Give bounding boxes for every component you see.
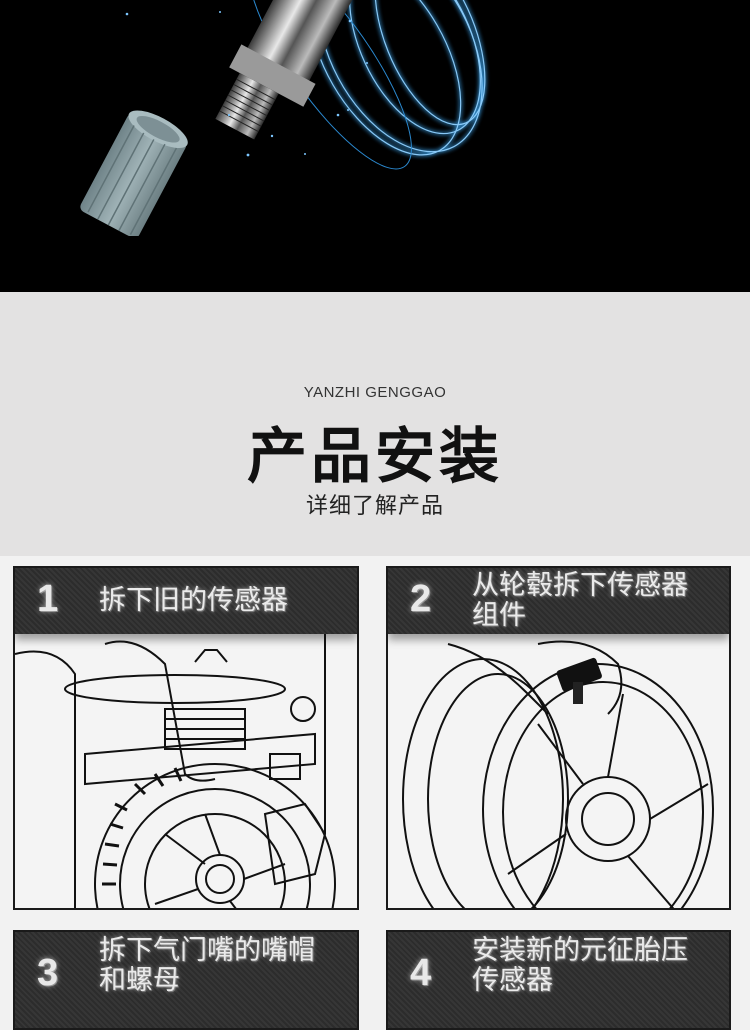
step-card-1: 1 拆下旧的传感器 bbox=[13, 566, 359, 910]
step-card-3: 3 拆下气门嘴的嘴帽 和螺母 bbox=[13, 930, 359, 1030]
wheel-rim-illustration bbox=[402, 640, 714, 908]
step-title-line1: 拆下气门嘴的嘴帽 bbox=[99, 935, 315, 966]
step-header: 2 从轮毂拆下传感器 组件 bbox=[388, 568, 729, 634]
section-tagline: 详细了解产品 bbox=[305, 494, 444, 519]
section-title: 产品安装 bbox=[247, 422, 503, 492]
step-header: 4 安装新的元征胎压 传感器 bbox=[388, 932, 729, 1028]
installation-steps: 1 拆下旧的传感器 bbox=[0, 556, 750, 1030]
hero-banner bbox=[0, 0, 750, 292]
step-card-4: 4 安装新的元征胎压 传感器 bbox=[386, 930, 731, 1030]
step-number: 3 bbox=[37, 952, 59, 994]
step-card-2: 2 从轮毂拆下传感器 组件 bbox=[386, 566, 731, 910]
step-header: 1 拆下旧的传感器 bbox=[15, 568, 357, 634]
installation-section-header: YANZHI GENGGAO 产品安装 详细了解产品 bbox=[0, 292, 750, 556]
step-title: 拆下旧的传感器 bbox=[99, 585, 288, 616]
step-title-line2: 组件 bbox=[472, 600, 526, 631]
step-title-line2: 传感器 bbox=[472, 965, 553, 996]
step-title-line1: 从轮毂拆下传感器 bbox=[472, 570, 688, 601]
step-title-line2: 和螺母 bbox=[99, 965, 180, 996]
step-number: 1 bbox=[37, 578, 59, 620]
step-header: 3 拆下气门嘴的嘴帽 和螺母 bbox=[15, 932, 357, 1028]
tire-changer-illustration bbox=[15, 634, 336, 908]
step-number: 2 bbox=[410, 578, 432, 620]
step-number: 4 bbox=[410, 952, 432, 994]
step-title-line1: 安装新的元征胎压 bbox=[472, 935, 688, 966]
section-subtitle-en: YANZHI GENGGAO bbox=[303, 384, 447, 401]
tpms-sensor-illustration bbox=[0, 0, 750, 292]
